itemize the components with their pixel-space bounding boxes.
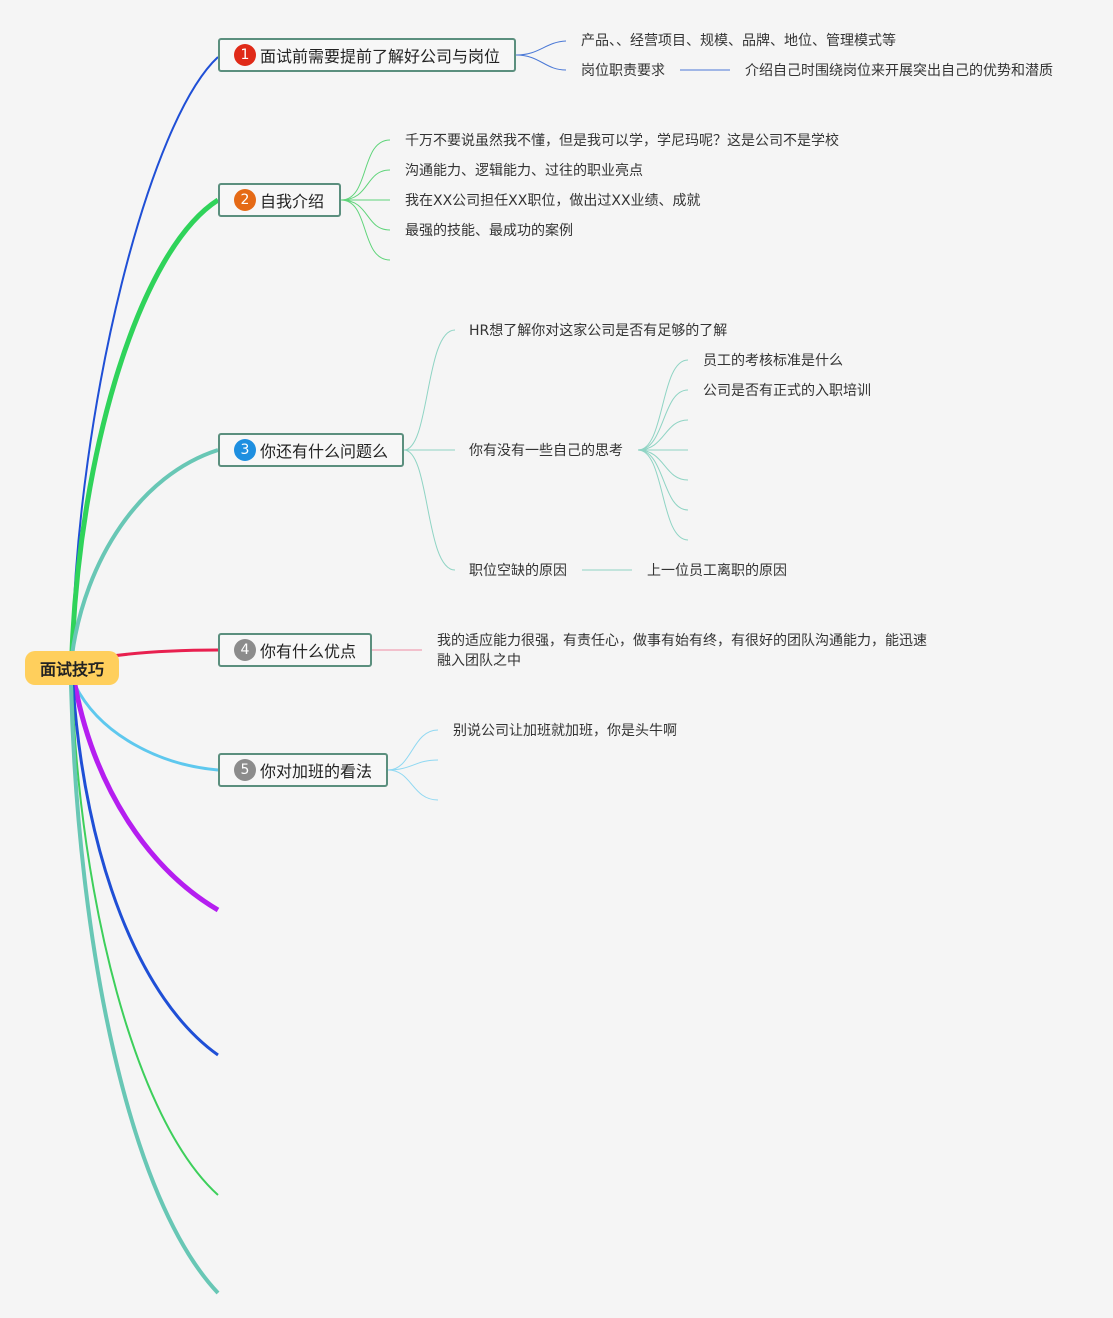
number-badge-2: 2 bbox=[234, 189, 256, 211]
topic-label-1: 面试前需要提前了解好公司与岗位 bbox=[260, 47, 501, 66]
branch-line-empty-3 bbox=[71, 684, 219, 1196]
topic-2-sublines bbox=[340, 139, 391, 261]
leaf-strengths[interactable]: 我的适应能力很强，有责任心，做事有始有终，有很好的团队沟通能力，能迅速融入团队之… bbox=[437, 633, 927, 669]
topic-node-5[interactable]: 5 你对加班的看法 bbox=[218, 753, 388, 787]
leaf-previous-employee[interactable]: 上一位员工离职的原因 bbox=[647, 563, 787, 579]
number-badge-4: 4 bbox=[234, 639, 256, 661]
leaf-hr-wants[interactable]: HR想了解你对这家公司是否有足够的了解 bbox=[469, 323, 728, 339]
topic-3-sublines bbox=[403, 329, 689, 571]
topic-label-5: 你对加班的看法 bbox=[260, 762, 373, 781]
leaf-onboarding-training[interactable]: 公司是否有正式的入职培训 bbox=[703, 383, 871, 399]
topic-1-sublines bbox=[515, 40, 730, 71]
leaf-intro-1[interactable]: 千万不要说虽然我不懂，但是我可以学，学尼玛呢？这是公司不是学校 bbox=[405, 133, 839, 149]
topic-label-2: 自我介绍 bbox=[260, 192, 325, 211]
topic-node-3[interactable]: 3 你还有什么问题么 bbox=[218, 433, 404, 467]
topic-label-4: 你有什么优点 bbox=[260, 642, 357, 661]
number-badge-3: 3 bbox=[234, 439, 256, 461]
branch-line-topic-4 bbox=[104, 648, 219, 659]
leaf-intro-3[interactable]: 我在XX公司担任XX职位，做出过XX业绩、成就 bbox=[405, 193, 701, 209]
leaf-job-duties[interactable]: 岗位职责要求 bbox=[581, 63, 665, 79]
leaf-intro-around-job[interactable]: 介绍自己时围绕岗位来开展突出自己的优势和潜质 bbox=[745, 63, 1053, 79]
topic-node-4[interactable]: 4 你有什么优点 bbox=[218, 633, 372, 667]
topic-5-sublines bbox=[387, 729, 439, 801]
leaf-intro-2[interactable]: 沟通能力、逻辑能力、过往的职业亮点 bbox=[405, 163, 643, 179]
branch-line-empty-2 bbox=[71, 684, 219, 1057]
topic-node-2[interactable]: 2 自我介绍 bbox=[218, 183, 341, 217]
root-node[interactable]: 面试技巧 bbox=[25, 651, 119, 685]
number-badge-1: 1 bbox=[234, 44, 256, 66]
leaf-company-info[interactable]: 产品、、经营项目、规模、品牌、地位、管理模式等 bbox=[581, 33, 896, 49]
branch-line-topic-1 bbox=[71, 56, 219, 651]
leaf-evaluation-standard[interactable]: 员工的考核标准是什么 bbox=[703, 353, 843, 369]
leaf-intro-4[interactable]: 最强的技能、最成功的案例 bbox=[405, 223, 573, 239]
branch-line-topic-2 bbox=[69, 197, 220, 653]
number-badge-5: 5 bbox=[234, 759, 256, 781]
leaf-overtime[interactable]: 别说公司让加班就加班，你是头牛啊 bbox=[453, 723, 677, 739]
leaf-own-thinking[interactable]: 你有没有一些自己的思考 bbox=[469, 443, 623, 459]
branch-line-topic-3 bbox=[70, 448, 219, 656]
branch-line-empty-1 bbox=[72, 684, 220, 913]
topic-label-3: 你还有什么问题么 bbox=[260, 442, 389, 461]
leaf-vacancy-reason[interactable]: 职位空缺的原因 bbox=[469, 563, 567, 579]
branch-line-empty-4 bbox=[69, 684, 220, 1295]
branch-line-topic-5 bbox=[73, 684, 219, 772]
topic-node-1[interactable]: 1 面试前需要提前了解好公司与岗位 bbox=[218, 38, 516, 72]
